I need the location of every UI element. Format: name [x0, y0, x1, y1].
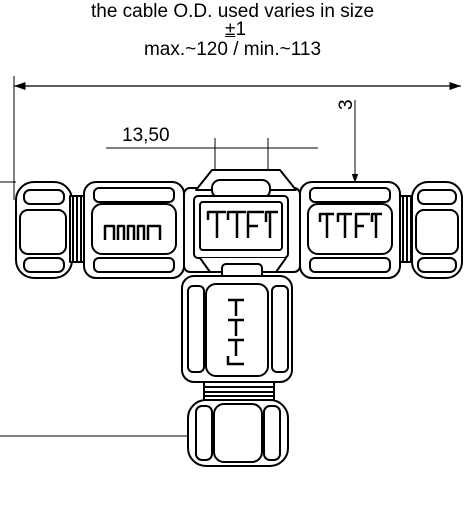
- right-gland-nut: [411, 181, 463, 279]
- right-body: [299, 181, 401, 279]
- tolerance-label: ±1: [225, 20, 246, 40]
- width-dimension-label: 13,50: [122, 125, 170, 146]
- tolerance-symbol: ±: [225, 19, 236, 40]
- bottom-thread: [203, 381, 275, 401]
- length-range-label: max.~120 / min.~113: [143, 39, 322, 60]
- bottom-gland-nut: [187, 399, 289, 467]
- bottom-body: [181, 275, 293, 383]
- tolerance-value: 1: [235, 19, 247, 40]
- cable-od-note: the cable O.D. used varies in size: [90, 1, 375, 22]
- left-body: [83, 181, 185, 279]
- left-gland-nut: [15, 181, 73, 279]
- left-thread: [69, 195, 85, 263]
- center-housing: [183, 169, 301, 279]
